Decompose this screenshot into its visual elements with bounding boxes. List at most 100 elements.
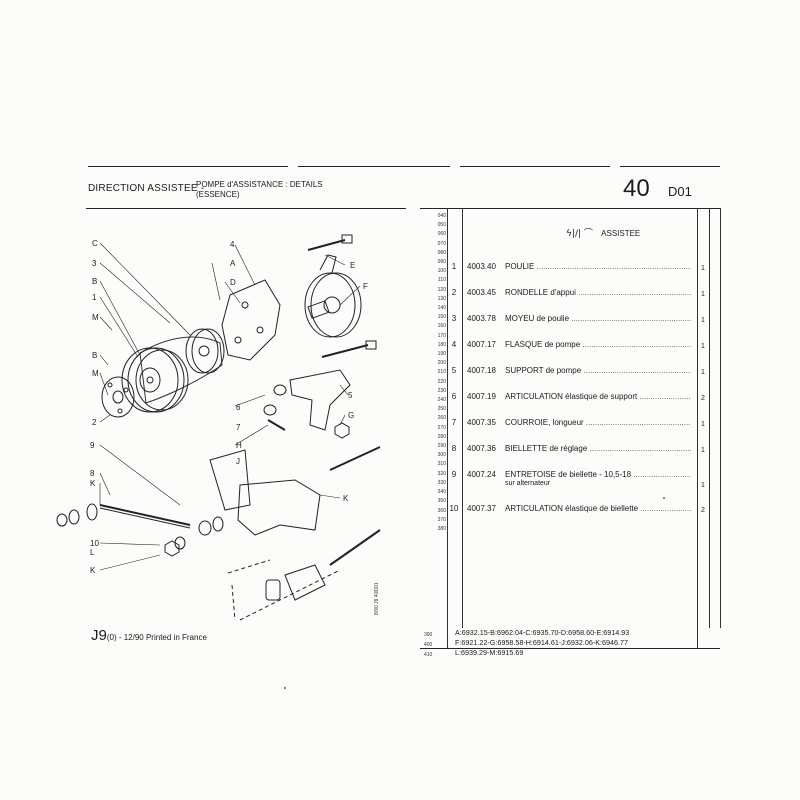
- label-m2: M: [92, 369, 99, 378]
- footer-scale: 390 400 410: [424, 630, 432, 660]
- note-line: L:6939.29-M:6915.69: [455, 648, 524, 657]
- scale-mark: 110: [438, 277, 446, 284]
- footer-model: J9(0) - 12/90 Printed in France: [91, 627, 207, 644]
- header-rule-left: [86, 208, 406, 209]
- pump-body-part: [304, 254, 362, 338]
- part-reference: 4007.37: [467, 504, 496, 513]
- nut-k: [164, 540, 180, 557]
- part-quantity: 1: [701, 369, 705, 376]
- scale-mark: 240: [437, 397, 446, 404]
- part-reference: 4007.18: [467, 366, 496, 375]
- leader-lines: [99, 242, 361, 571]
- table-line-1: [447, 208, 448, 648]
- section-title: DIRECTION ASSISTEE -: [88, 183, 205, 194]
- row-number: 6: [451, 392, 457, 401]
- flange-part: [221, 279, 281, 361]
- note-line: A:6932.15-B:6962.04-C:6935.70-D:6958.60-…: [455, 628, 630, 637]
- label-9: 9: [90, 441, 95, 450]
- part-quantity: 1: [701, 343, 705, 350]
- scale-mark: 050: [437, 222, 446, 229]
- label-d: D: [230, 278, 236, 287]
- bolt-h: [267, 419, 286, 431]
- part-description: RONDELLE d'appui: [505, 288, 691, 297]
- label-a: A: [230, 259, 236, 268]
- scale-mark: 380: [437, 525, 446, 532]
- part-reference: 4007.35: [467, 418, 496, 427]
- label-l: L: [90, 548, 95, 557]
- model-suffix: (0) - 12/90 Printed in France: [106, 633, 207, 642]
- bolt-f-head: [365, 340, 377, 350]
- part-description: ARTICULATION élastique de support: [505, 392, 691, 401]
- scale-mark: 180: [437, 341, 446, 348]
- scale-mark: 210: [437, 369, 446, 376]
- row-number: 3: [451, 314, 457, 323]
- label-1: 1: [92, 293, 97, 302]
- label-j: J: [236, 457, 240, 466]
- scale-mark: 350: [437, 498, 446, 505]
- label-e: E: [350, 261, 355, 270]
- scale-mark: 160: [437, 323, 446, 330]
- vertical-print-code: 8/90 J9 40D01: [374, 582, 380, 615]
- label-4: 4: [230, 240, 235, 249]
- label-k: K: [90, 479, 96, 488]
- page-number: 40: [623, 175, 650, 202]
- table-line-5: [720, 208, 721, 628]
- header-rule-right: [420, 208, 720, 209]
- part-description: POULIE: [505, 262, 691, 271]
- scale-mark: 270: [437, 424, 446, 431]
- label-2: 2: [92, 418, 97, 427]
- nut-g: [334, 422, 350, 439]
- part-reference: 4003.40: [467, 262, 496, 271]
- scale-mark: 280: [437, 433, 446, 440]
- footer-rule: [420, 648, 720, 649]
- row-number: 2: [451, 288, 457, 297]
- rod-j: [329, 446, 381, 471]
- diagram-labels: C 3 B 1 M B M 2 9 8 K 10 L K 4 A D E F 5: [90, 239, 368, 575]
- scale-mark: 260: [437, 415, 446, 422]
- top-rule-2: [298, 166, 450, 167]
- part-description: BIELLETTE de réglage: [505, 444, 691, 453]
- label-m: M: [92, 313, 99, 322]
- tension-rod: [99, 504, 191, 526]
- bushing-6b: [263, 404, 277, 416]
- scale-mark: 340: [437, 489, 446, 496]
- section-subtitle: POMPE d'ASSISTANCE : DETAILS (ESSENCE): [196, 180, 323, 200]
- label-10: 10: [90, 539, 99, 548]
- scale-mark: 360: [437, 507, 446, 514]
- row-number: 7: [451, 418, 457, 427]
- bushing-10c: [86, 503, 98, 521]
- row-number: 4: [451, 340, 457, 349]
- pump-support-part: [289, 369, 351, 431]
- part-quantity: 1: [701, 317, 705, 324]
- note-line: F:6921.22-G:6958.58-H:6914.61-J:6932.06-…: [455, 638, 629, 647]
- part-reference: 4007.24: [467, 470, 496, 479]
- page-code: D01: [668, 184, 692, 199]
- part-reference: 4003.78: [467, 314, 496, 323]
- part-reference: 4007.17: [467, 340, 496, 349]
- scale-mark: 080: [437, 249, 446, 256]
- label-b: B: [92, 277, 97, 286]
- part-description: ENTRETOISE de biellette - 10,5-18: [505, 470, 691, 479]
- scale-mark: 300: [437, 452, 446, 459]
- scale-mark: 220: [437, 378, 446, 385]
- scale-mark: 070: [437, 240, 446, 247]
- label-k3: K: [343, 494, 349, 503]
- part-reference: 4007.19: [467, 392, 496, 401]
- pulley-part: [121, 347, 189, 413]
- part-description-sub: sur alternateur: [505, 480, 551, 487]
- detail-link: [284, 564, 326, 601]
- belt-outline: [139, 336, 223, 404]
- table-row: 6 4007.19 ARTICULATION élastique de suppor…: [447, 392, 717, 406]
- scale-mark: 330: [437, 479, 446, 486]
- footer-scale-mark: 400: [424, 642, 433, 648]
- subtitle-line-1: POMPE d'ASSISTANCE : DETAILS: [196, 180, 323, 189]
- subtitle-line-2: (ESSENCE): [196, 190, 240, 199]
- label-f: F: [363, 282, 368, 291]
